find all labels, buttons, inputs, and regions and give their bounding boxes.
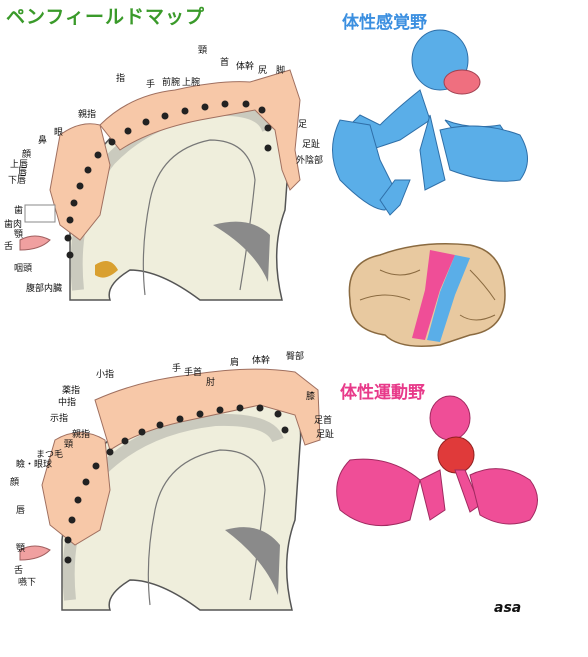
label-forearm: 前腕	[162, 78, 181, 88]
label-m-hip: 臀部	[286, 352, 305, 362]
label-gums: 歯肉	[4, 220, 23, 230]
label-m-little-finger: 小指	[96, 370, 115, 380]
label-m-hand: 手	[172, 364, 182, 374]
sensory-brain-section	[19, 69, 301, 301]
label-toes: 足趾	[302, 140, 321, 150]
label-lips: 唇	[18, 168, 28, 178]
motor-heading: 体性運動野	[340, 383, 425, 403]
label-teeth: 歯	[14, 206, 24, 216]
label-m-tongue: 舌	[14, 566, 24, 576]
label-upper-lip: 上唇	[10, 160, 29, 170]
label-m-thumb: 親指	[72, 430, 91, 440]
label-genitals: 外陰部	[296, 156, 324, 166]
label-m-neck: 頸	[64, 440, 74, 450]
label-m-face: 顔	[10, 478, 20, 488]
sensory-homunculus-figure	[332, 29, 528, 216]
label-m-eyelid-eyeball: 瞼・眼球	[16, 460, 53, 470]
label-tongue: 舌	[4, 242, 14, 252]
label-m-wrist: 手首	[184, 368, 203, 378]
motor-homunculus-figure	[336, 395, 538, 527]
label-m-middle-finger: 中指	[58, 398, 77, 408]
label-foot: 足	[298, 120, 308, 130]
label-pharynx: 咽頭	[14, 264, 33, 274]
label-m-trunk: 体幹	[252, 356, 271, 366]
label-lower-lip: 下唇	[8, 176, 27, 186]
label-upper-arm: 上腕	[182, 78, 201, 88]
motor-brain-section	[19, 368, 321, 611]
label-hand: 手	[146, 80, 156, 90]
label-thumb: 親指	[78, 110, 97, 120]
label-m-shoulder: 肩	[230, 358, 240, 368]
label-nose: 鼻	[38, 136, 48, 146]
label-m-knee: 膝	[306, 392, 316, 402]
label-m-index-finger: 示指	[50, 414, 69, 424]
label-trunk: 体幹	[236, 62, 255, 72]
signature: asa	[494, 600, 522, 616]
label-m-toes: 足趾	[316, 430, 335, 440]
brain-side-view	[348, 243, 506, 347]
label-hip: 尻	[258, 66, 268, 76]
sensory-heading: 体性感覚野	[342, 13, 427, 33]
label-m-ring-finger: 薬指	[62, 386, 81, 396]
label-m-swallowing: 嚥下	[18, 578, 37, 588]
label-m-elbow: 肘	[206, 378, 216, 388]
label-leg: 脚	[276, 66, 286, 76]
page-title: ペンフィールドマップ	[6, 6, 206, 28]
label-m-brow: まつ毛	[36, 450, 64, 460]
label-jaw: 顎	[14, 230, 24, 240]
label-m-jaw: 顎	[16, 544, 26, 554]
label-m-lips: 唇	[16, 506, 26, 516]
label-m-ankle: 足首	[314, 416, 333, 426]
label-abdominal: 腹部内臓	[26, 284, 63, 294]
label-head: 首	[220, 58, 230, 68]
label-neck: 頸	[198, 46, 208, 56]
label-eye: 眼	[54, 128, 64, 138]
label-finger: 指	[116, 74, 126, 84]
label-face: 顔	[22, 150, 32, 160]
